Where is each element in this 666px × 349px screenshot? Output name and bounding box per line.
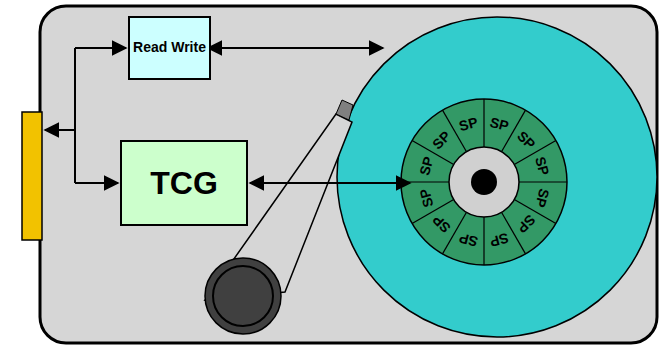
tcg-box: TCG <box>120 140 248 226</box>
box-label: TCG <box>150 163 218 203</box>
connector <box>22 112 42 240</box>
platter <box>337 17 657 337</box>
spindle-hub <box>449 147 519 217</box>
sector-label: SP <box>417 187 435 209</box>
sector-label: SP <box>458 231 480 249</box>
sector-label: SP <box>489 115 511 133</box>
drive-housing <box>40 6 657 343</box>
actuator-pivot <box>213 266 273 326</box>
sector-label: SP <box>417 156 435 178</box>
read-head <box>336 100 353 120</box>
spindle <box>471 169 497 195</box>
sector-label: SP <box>533 156 551 178</box>
sector-label: SP <box>533 187 551 209</box>
system-area-ring <box>401 99 567 265</box>
read-write-box: Read Write <box>128 16 211 80</box>
actuator-pivot <box>205 258 281 334</box>
box-label: Read Write <box>133 39 206 57</box>
